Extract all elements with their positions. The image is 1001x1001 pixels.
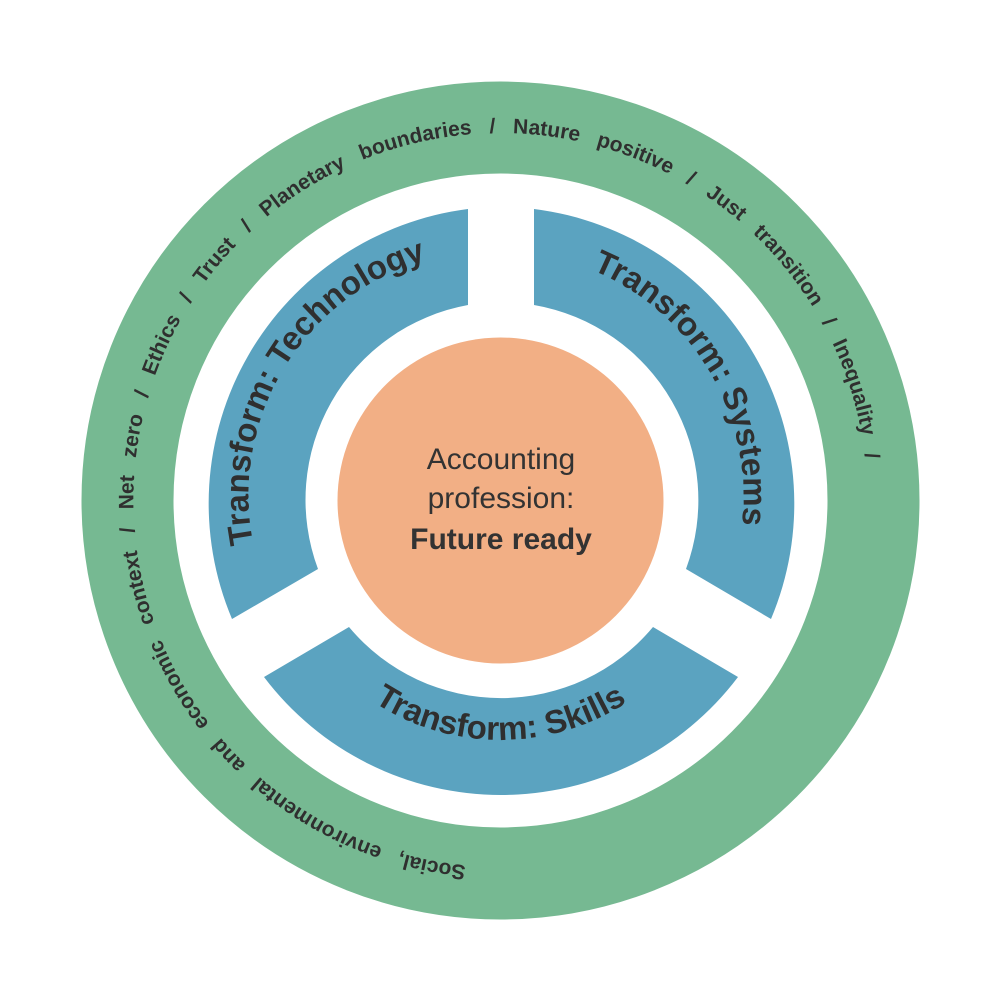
segment-systems — [534, 209, 795, 619]
center-line-1: Accounting — [427, 443, 575, 476]
outer-ring — [81, 81, 920, 920]
center-line-2: profession: — [428, 482, 575, 515]
segment-skills — [264, 627, 738, 796]
center-circle — [337, 337, 664, 664]
center-line-3: Future ready — [410, 523, 592, 556]
segment-technology — [208, 209, 468, 619]
